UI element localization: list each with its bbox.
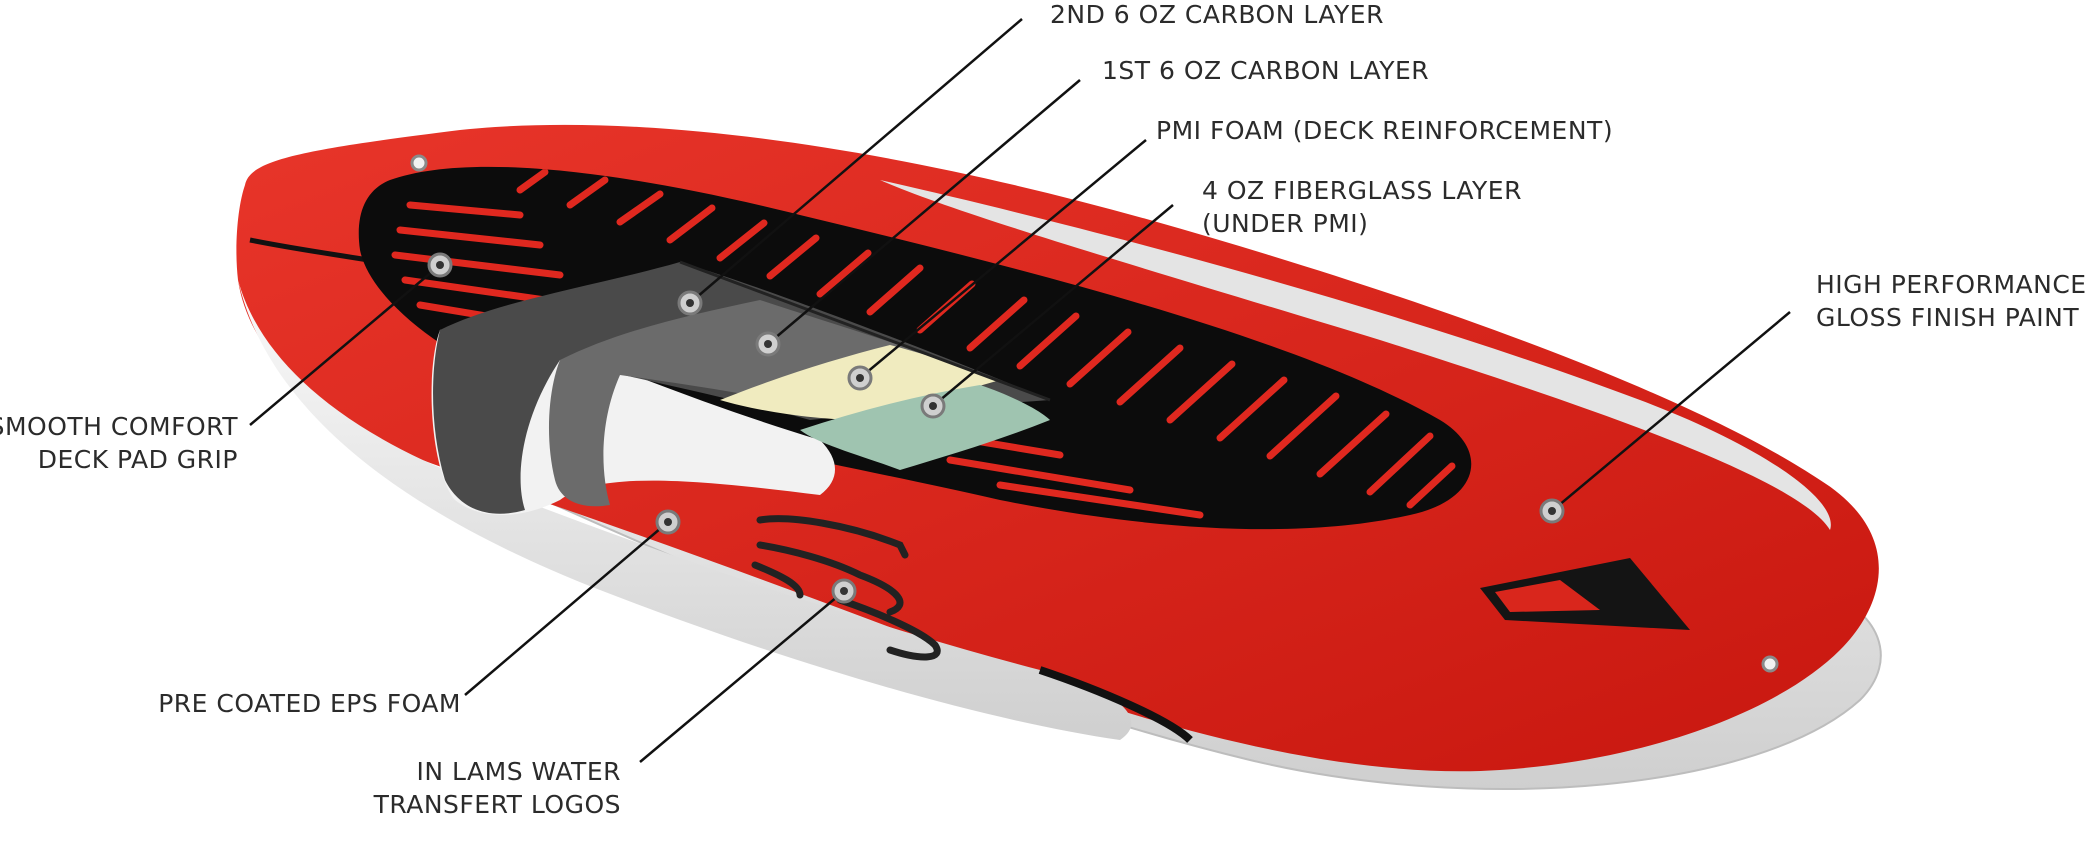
board-white-right-rail: [880, 180, 1831, 530]
cutaway-edge: [679, 260, 1051, 402]
label-inlam-logos: IN LAMS WATER TRANSFERT LOGOS: [374, 755, 621, 821]
callout-line-carbon2: [689, 18, 1023, 304]
layer-cutaway: [431, 260, 1051, 515]
label-carbon-layer-2: 2ND 6 OZ CARBON LAYER: [1050, 0, 1384, 31]
callout-lines: [249, 18, 1791, 763]
label-line: 1ST 6 OZ CARBON LAYER: [1102, 56, 1430, 85]
screw-icon: [410, 154, 428, 172]
callout-line-logos: [639, 590, 845, 763]
callout-marker-icon: [831, 578, 857, 604]
screw-icon: [1761, 655, 1779, 673]
callout-marker-icon: [427, 252, 453, 278]
callout-line-eps: [464, 521, 669, 696]
brand-logo-icon: [751, 515, 941, 661]
callout-line-paint: [1551, 311, 1791, 512]
label-eps-foam: PRE COATED EPS FOAM: [158, 687, 461, 720]
label-deck-pad-grip: SMOOTH COMFORT DECK PAD GRIP: [0, 410, 238, 476]
callout-markers: [427, 252, 1565, 604]
label-fiberglass-layer: 4 OZ FIBERGLASS LAYER (UNDER PMI): [1202, 174, 1522, 240]
label-pmi-foam: PMI FOAM (DECK REINFORCEMENT): [1156, 114, 1613, 147]
label-line: PMI FOAM (DECK REINFORCEMENT): [1156, 116, 1614, 145]
callout-marker-icon: [677, 290, 703, 316]
tail-logo-icon: [1480, 558, 1690, 630]
fiberglass-layer: [800, 385, 1050, 470]
callout-marker-icon: [1539, 498, 1565, 524]
callout-marker-icon: [655, 509, 681, 535]
screw-icons: [410, 154, 1779, 673]
label-line: SMOOTH COMFORT: [0, 412, 238, 441]
callout-line-deckpad: [249, 264, 441, 426]
callout-line-pmi: [859, 139, 1147, 379]
board-tail-stripe: [1038, 666, 1193, 743]
callout-line-carbon1: [767, 79, 1081, 345]
label-line: PRE COATED EPS FOAM: [158, 689, 461, 718]
label-carbon-layer-1: 1ST 6 OZ CARBON LAYER: [1102, 54, 1429, 87]
callout-marker-icon: [920, 393, 946, 419]
callout-line-fiberglass: [932, 204, 1174, 407]
board-white-lower: [238, 280, 1132, 740]
label-line: (UNDER PMI): [1202, 209, 1369, 238]
label-gloss-paint: HIGH PERFORMANCE GLOSS FINISH PAINT: [1816, 268, 2086, 334]
callout-marker-icon: [847, 365, 873, 391]
label-line: GLOSS FINISH PAINT: [1816, 303, 2080, 332]
callout-marker-icon: [755, 331, 781, 357]
label-line: 2ND 6 OZ CARBON LAYER: [1050, 0, 1384, 29]
label-line: HIGH PERFORMANCE: [1816, 270, 2086, 299]
label-line: DECK PAD GRIP: [37, 445, 238, 474]
label-line: IN LAMS WATER: [416, 757, 621, 786]
label-line: TRANSFERT LOGOS: [373, 790, 621, 819]
label-line: 4 OZ FIBERGLASS LAYER: [1202, 176, 1522, 205]
